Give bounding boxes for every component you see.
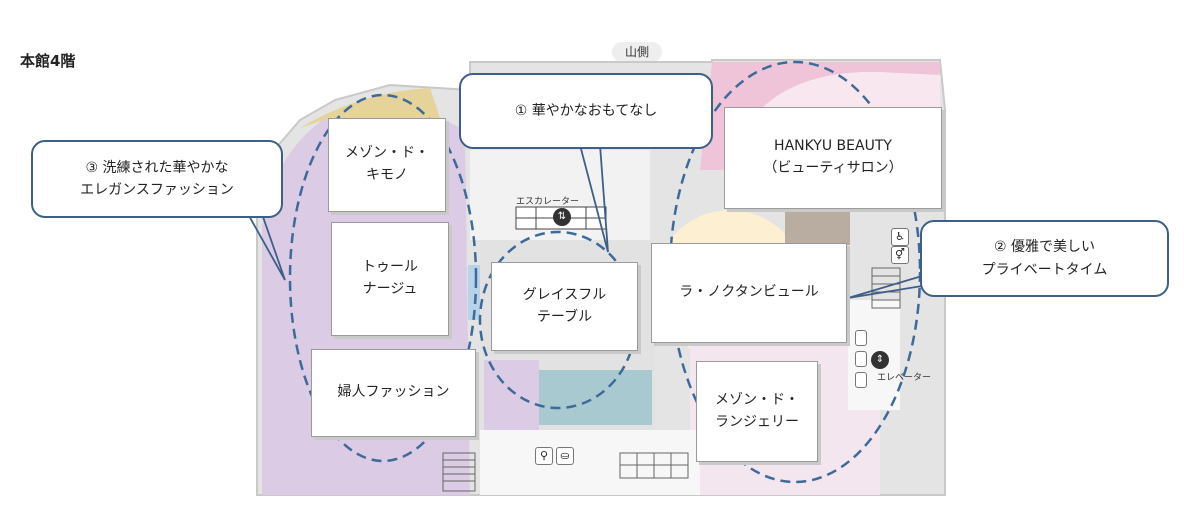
stairs-right: [871, 267, 901, 309]
stairs-center: [619, 452, 689, 479]
zone-3-ellipse: [288, 93, 478, 463]
callout-2-pointer: [847, 275, 923, 299]
callout-1-hospitality: ① 華やかなおもてなし: [459, 73, 713, 149]
elevator-icon: ⇕: [871, 351, 889, 369]
stairs-left: [442, 452, 476, 492]
callout-3-pointer: [247, 213, 286, 281]
mountain-side-label: 山側: [612, 42, 662, 62]
shop-fujin-fashion[interactable]: 婦人ファッション: [311, 349, 476, 437]
shop-la-nocturne[interactable]: ラ・ノクタンビュール: [651, 243, 847, 343]
page-title: 本館4階: [20, 52, 76, 70]
shop-maison-de-lingerie[interactable]: メゾン・ド・ ランジェリー: [696, 361, 818, 462]
callout-1-pointer: [579, 144, 609, 253]
corridor-bottom: [480, 430, 700, 495]
shop-hankyu-beauty[interactable]: HANKYU BEAUTY （ビューティサロン）: [724, 107, 942, 209]
lavender-patch: [484, 360, 539, 430]
elevator-label: エレベーター: [877, 373, 932, 383]
escalator-icon: ⇅: [553, 208, 571, 226]
shop-tournage[interactable]: トゥール ナージュ: [331, 222, 449, 336]
elevator-door-2: [855, 351, 867, 367]
beauty-zone-arc: [760, 71, 940, 110]
shop-graceful-table[interactable]: グレイスフル テーブル: [491, 262, 638, 351]
baby-room-icon: ⛀: [556, 447, 574, 465]
shop-maison-de-kimono[interactable]: メゾン・ド・ キモノ: [328, 118, 446, 212]
service-area: [537, 370, 652, 425]
escalator-label: エスカレーター: [516, 197, 580, 207]
restroom-icon-2: ⚥: [891, 246, 909, 264]
elevator-door-3: [855, 372, 867, 388]
restroom-icon: ♿: [891, 228, 909, 246]
elevator-door-1: [855, 330, 867, 346]
brown-area: [785, 210, 850, 245]
callout-2-private-time: ② 優雅で美しい プライベートタイム: [920, 220, 1169, 297]
restroom-icon-center: ⚲: [535, 447, 553, 465]
callout-3-elegance-fashion: ③ 洗練された華やかな エレガンスファッション: [31, 140, 283, 218]
